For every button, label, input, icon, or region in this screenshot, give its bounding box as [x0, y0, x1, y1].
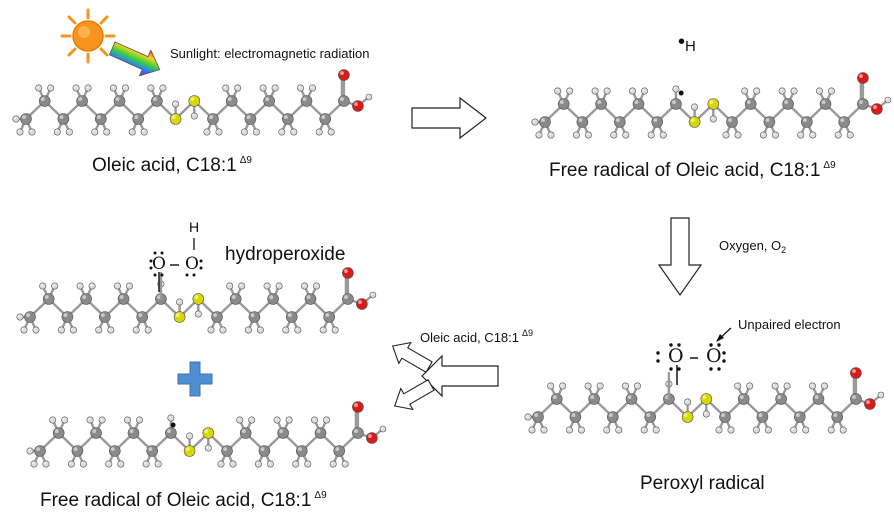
hydrogen-radical: •H: [678, 31, 696, 55]
molecule: [12, 69, 373, 136]
unpaired-electron-label: Unpaired electron: [738, 317, 841, 332]
rainbow-arrow-icon: [108, 41, 161, 77]
hollow-arrow-icon: [411, 96, 487, 140]
hollow-arrow-icon: [393, 379, 435, 411]
hollow-arrow-icon: [657, 217, 703, 297]
molecule: [26, 401, 387, 468]
radical-dot: •: [678, 83, 685, 103]
hydroperoxide-label: hydroperoxide: [225, 244, 346, 265]
molecule: [16, 267, 377, 334]
oxygen-atom: O: [185, 254, 199, 274]
hydrogen-atom: H: [189, 219, 200, 235]
oxygen-atom: O: [668, 345, 684, 367]
sunlight-label: Sunlight: electromagnetic radiation: [170, 46, 370, 61]
molecule: [524, 367, 885, 434]
radical-dot: •: [170, 415, 177, 435]
sun-icon: [60, 8, 116, 64]
oxygen-atom: O: [706, 345, 722, 367]
oxygen-atom: O: [152, 254, 166, 274]
peroxyl-radical-label: Peroxyl radical: [640, 473, 765, 494]
molecule: [531, 72, 892, 139]
hollow-arrow-icon: [391, 341, 433, 373]
plus-icon: [177, 361, 213, 397]
oxygen-label: Oxygen, O2: [719, 238, 787, 255]
